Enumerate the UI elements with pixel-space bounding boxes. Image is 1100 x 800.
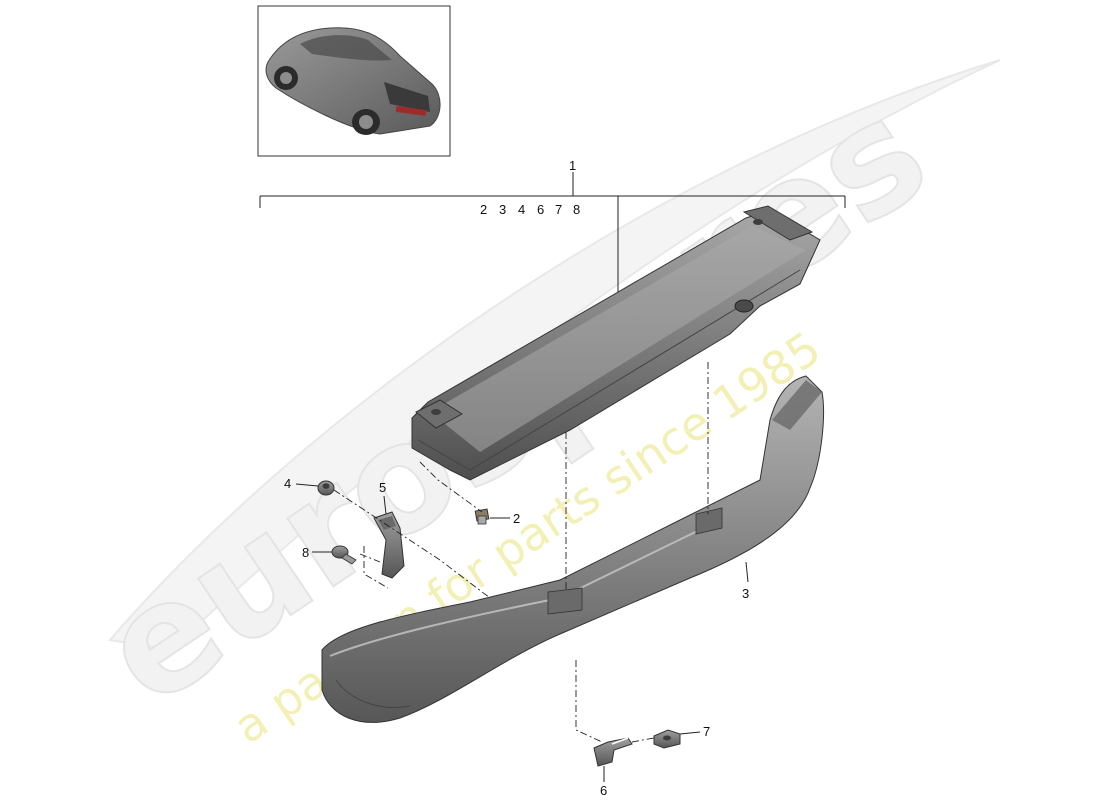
callout-3[interactable]: 3 [742,586,749,601]
callout-assembly-item[interactable]: 6 [537,202,544,217]
bumper-cover[interactable] [321,375,824,723]
callout-assembly-item[interactable]: 2 [480,202,487,217]
bolt[interactable] [474,508,490,525]
callout-5[interactable]: 5 [379,480,386,495]
assembly-contents: 2 3 4 6 7 8 [480,202,580,217]
callout-1[interactable]: 1 [569,158,576,173]
callout-2[interactable]: 2 [513,511,520,526]
leader-lines [295,483,749,782]
vehicle-thumbnail[interactable] [257,5,451,157]
screw[interactable] [331,545,357,565]
callout-7[interactable]: 7 [703,724,710,739]
watermark-swoosh [108,59,1001,652]
car-icon [265,27,441,135]
callout-assembly-item[interactable]: 4 [518,202,525,217]
bracket[interactable] [373,511,405,579]
retainer[interactable] [653,729,681,749]
assembly-lines [333,362,709,743]
callout-assembly-item[interactable]: 8 [573,202,580,217]
bumper-beam[interactable] [411,205,821,481]
callout-6[interactable]: 6 [600,783,607,798]
callout-assembly-item[interactable]: 3 [499,202,506,217]
callout-8[interactable]: 8 [302,545,309,560]
nut[interactable] [317,480,335,496]
clip[interactable] [593,737,633,767]
callout-4[interactable]: 4 [284,476,291,491]
callout-assembly-item[interactable]: 7 [555,202,562,217]
